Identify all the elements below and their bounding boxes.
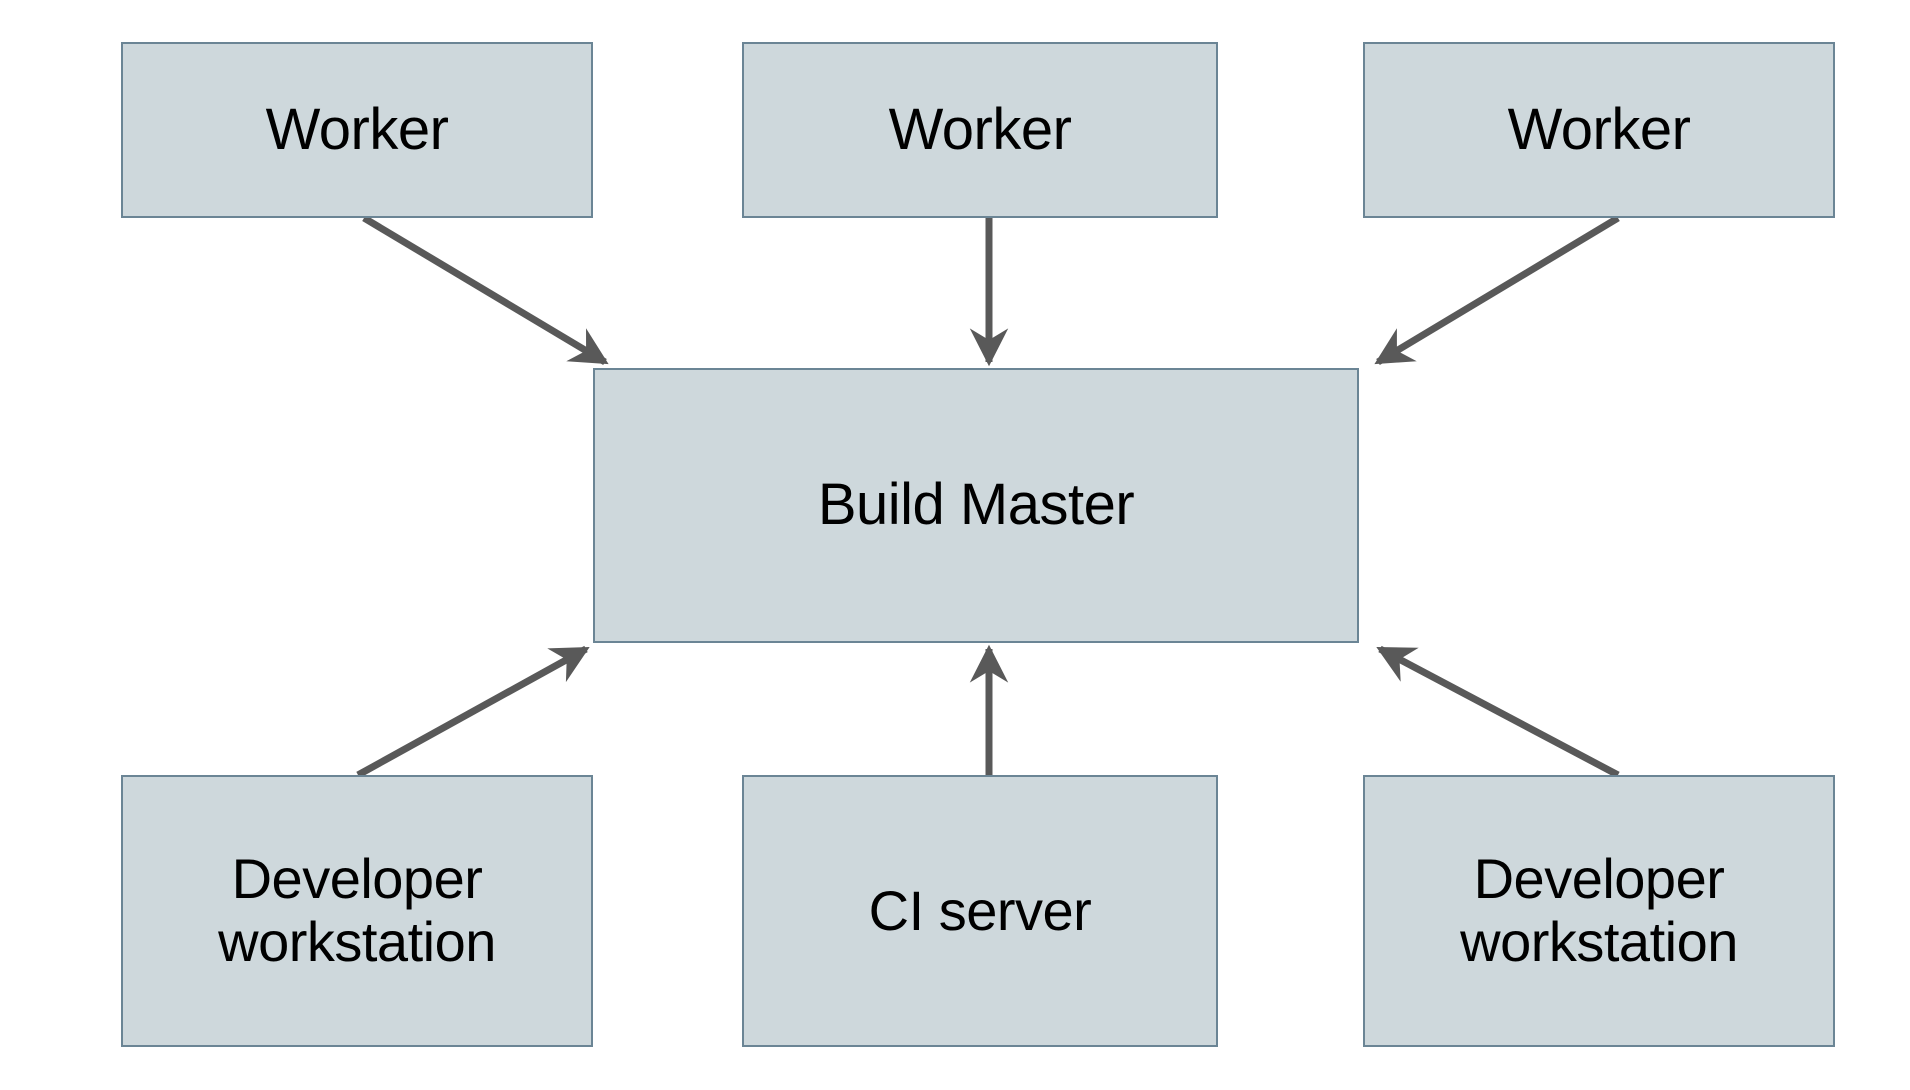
node-worker-3[interactable]: Worker	[1363, 42, 1835, 218]
node-label: Worker	[888, 96, 1072, 162]
node-label: Worker	[1507, 96, 1691, 162]
node-label: Build Master	[817, 472, 1135, 538]
node-label: CI server	[868, 878, 1092, 942]
node-worker-2[interactable]: Worker	[742, 42, 1218, 218]
edge-devright-to-master	[1376, 645, 1620, 779]
node-label: Developer workstation	[1460, 847, 1738, 973]
node-build-master[interactable]: Build Master	[593, 368, 1359, 643]
node-label: Worker	[265, 96, 449, 162]
edge-worker1-to-master	[362, 214, 609, 366]
node-ci-server[interactable]: CI server	[742, 775, 1218, 1047]
node-label: Developer workstation	[218, 847, 496, 973]
node-developer-workstation-right[interactable]: Developer workstation	[1363, 775, 1835, 1047]
node-worker-1[interactable]: Worker	[121, 42, 593, 218]
edge-devleft-to-master	[356, 645, 590, 779]
edge-worker3-to-master	[1374, 214, 1620, 366]
node-developer-workstation-left[interactable]: Developer workstation	[121, 775, 593, 1047]
